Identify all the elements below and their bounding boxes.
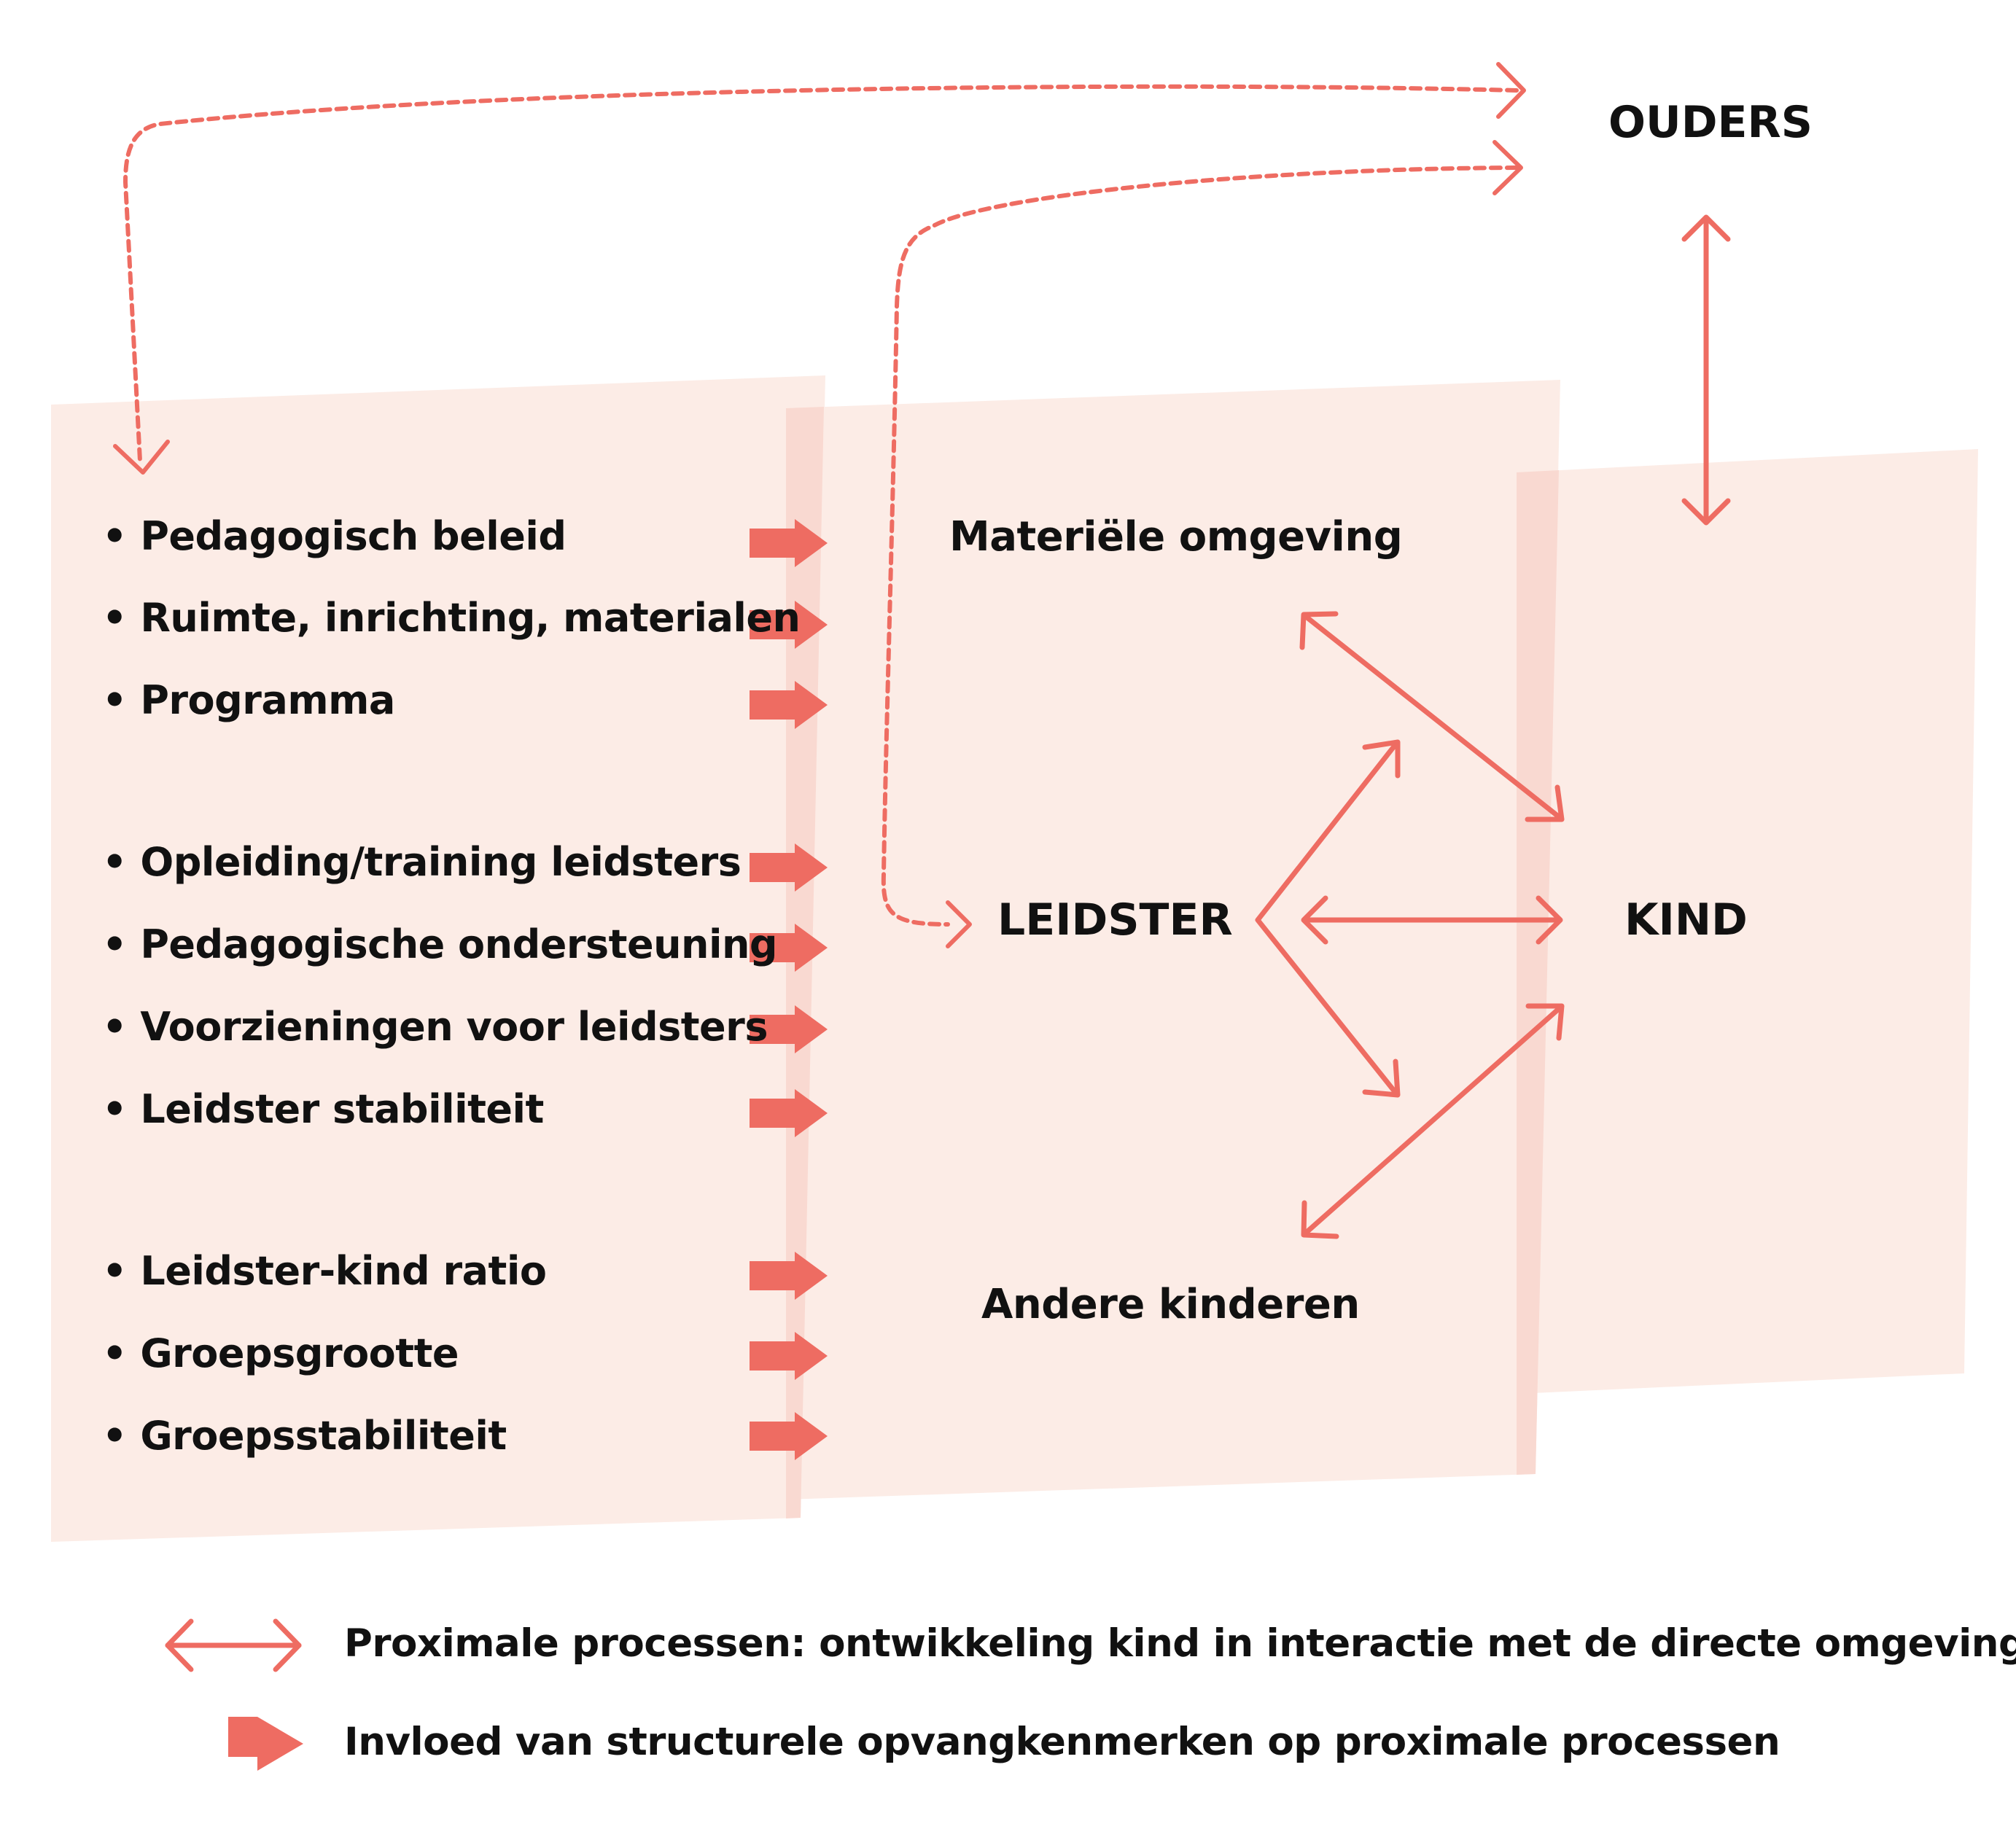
- legend-structural-label: Invloed van structurele opvangkenmerken …: [344, 1720, 1780, 1764]
- block-arrow-icon: [750, 924, 828, 972]
- factor-item: • Voorzieningen voor leidsters: [102, 1004, 768, 1050]
- block-arrows: [750, 519, 828, 1460]
- block-arrow-icon: [750, 519, 828, 567]
- dashed-curved-arrow-icon: [122, 84, 1519, 927]
- structural-panel: [51, 375, 825, 1542]
- factor-item: • Pedagogische ondersteuning: [102, 921, 778, 967]
- node-materiele-omgeving: Materiële omgeving: [949, 513, 1403, 561]
- child-panel: [1517, 449, 1978, 1394]
- block-arrow-icon: [750, 1005, 828, 1053]
- legend-double-arrow-icon: [165, 1618, 302, 1672]
- node-andere-kinderen: Andere kinderen: [981, 1281, 1360, 1328]
- proximal-arrows: [1255, 214, 1731, 1239]
- factor-label: Voorzieningen voor leidsters: [140, 1004, 768, 1050]
- block-arrow-icon: [750, 1089, 828, 1137]
- factor-label: Pedagogisch beleid: [140, 513, 567, 559]
- factor-item: • Pedagogisch beleid: [102, 513, 567, 559]
- microsystem-panel: [786, 380, 1560, 1500]
- dashed-arrow-heads: [113, 62, 1526, 948]
- panel-overlap-right: [1517, 470, 1559, 1475]
- node-leidster: LEIDSTER: [997, 894, 1233, 946]
- factor-label: Leidster-kind ratio: [140, 1248, 547, 1294]
- legend-proximal-label: Proximale processen: ontwikkeling kind i…: [344, 1621, 2016, 1666]
- factor-label: Pedagogische ondersteuning: [140, 921, 778, 967]
- block-arrow-icon: [750, 843, 828, 892]
- factor-label: Groepsgrootte: [140, 1330, 459, 1376]
- factor-item: • Programma: [102, 677, 395, 723]
- node-ouders: OUDERS: [1608, 97, 1813, 148]
- node-kind: KIND: [1624, 894, 1748, 946]
- factor-item: • Groepsstabiliteit: [102, 1413, 507, 1459]
- block-arrow-icon: [750, 601, 828, 649]
- factor-item: • Groepsgrootte: [102, 1330, 459, 1376]
- factor-item: • Opleiding/training leidsters: [102, 839, 742, 885]
- factor-label: Groepsstabiliteit: [140, 1413, 507, 1459]
- factor-item: • Leidster stabiliteit: [102, 1086, 544, 1132]
- factor-label: Leidster stabiliteit: [140, 1086, 544, 1132]
- block-arrow-icon: [750, 1332, 828, 1380]
- factor-item: • Ruimte, inrichting, materialen: [102, 595, 801, 641]
- factor-label: Opleiding/training leidsters: [140, 839, 742, 885]
- block-arrow-icon: [750, 1252, 828, 1300]
- legend-block-arrow-icon: [228, 1717, 303, 1771]
- factor-label: Ruimte, inrichting, materialen: [140, 595, 801, 641]
- block-arrow-icon: [750, 681, 828, 729]
- factor-label: Programma: [140, 677, 395, 723]
- block-arrow-icon: [750, 1412, 828, 1460]
- factor-item: • Leidster-kind ratio: [102, 1248, 547, 1294]
